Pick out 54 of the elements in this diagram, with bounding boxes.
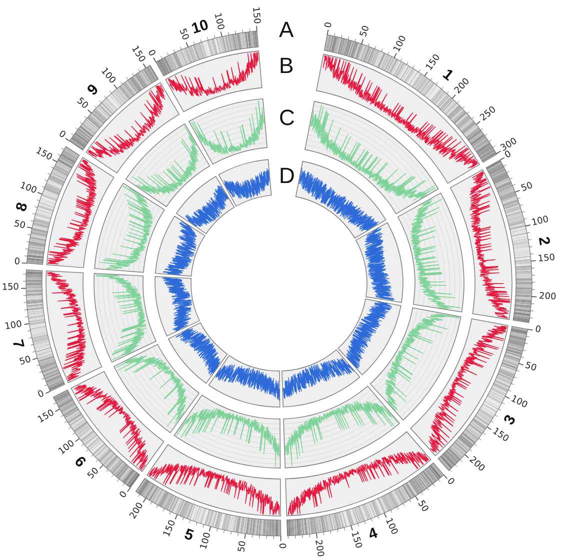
tick-label: 150 (2, 284, 20, 294)
tick-label: 100 (509, 395, 529, 412)
tick-label: 200 (538, 292, 556, 302)
tick-label: 50 (177, 28, 190, 42)
tick-label: 50 (360, 24, 372, 39)
chromosome-number: 10 (190, 17, 211, 36)
tick-label: 250 (478, 106, 498, 124)
tick-label: 0 (276, 542, 286, 549)
tick-label: 100 (4, 320, 24, 332)
tick-label: 50 (524, 362, 538, 374)
tick-label: 0 (324, 21, 334, 29)
tick-label: 150 (163, 519, 179, 539)
chromosome-number: 7 (10, 338, 26, 350)
tick-label: 50 (415, 500, 430, 514)
chromosome-number: 8 (14, 200, 30, 213)
tick-label: 50 (520, 181, 534, 194)
tick-label: 150 (348, 530, 362, 550)
tick-label: 150 (250, 6, 261, 24)
tick-label: 100 (18, 181, 38, 196)
chromosome-number: 5 (182, 526, 196, 544)
tick-label: 0 (504, 150, 514, 160)
track-label: D (279, 165, 295, 187)
chromosome-number: 3 (501, 412, 518, 427)
track-label: C (279, 107, 295, 129)
tick-label: 100 (212, 12, 225, 31)
tick-label: 0 (534, 326, 542, 336)
chromosome-number: 2 (536, 236, 552, 246)
tick-label: 50 (18, 356, 32, 368)
tick-label: 50 (238, 540, 249, 553)
tick-label: 50 (13, 220, 26, 232)
chromosome-number: 1 (440, 66, 456, 84)
tick-label: 0 (119, 490, 130, 501)
tick-label: 100 (393, 34, 410, 54)
tick-label: 0 (445, 477, 456, 488)
tick-label: 200 (467, 456, 486, 474)
tick-label: 0 (36, 390, 46, 401)
tick-label: 100 (200, 532, 214, 552)
tick-label: 0 (56, 130, 66, 141)
tick-label: 50 (74, 97, 90, 112)
tick-label: 150 (490, 427, 510, 444)
tick-label: 200 (312, 539, 324, 558)
tick-label: 0 (146, 48, 156, 58)
tick-label: 150 (34, 146, 53, 162)
chromosome-number: 4 (366, 525, 380, 542)
chromosome-number: 6 (71, 454, 88, 470)
tick-label: 100 (58, 439, 77, 457)
tick-label: 150 (538, 254, 556, 265)
tick-label: 150 (36, 408, 56, 425)
track-label: B (279, 55, 294, 77)
track-label: A (279, 19, 294, 41)
tick-label: 0 (14, 258, 20, 268)
tick-label: 100 (531, 216, 550, 229)
tick-label: 100 (383, 518, 398, 537)
tick-label: 50 (87, 466, 102, 482)
